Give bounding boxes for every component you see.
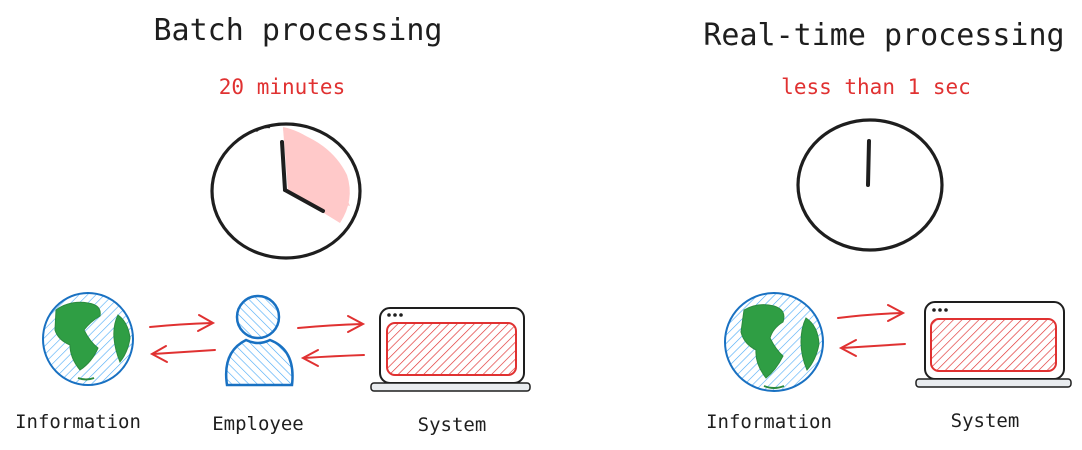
- realtime-section: Real-time processing less than 1 sec: [703, 18, 1072, 433]
- label-system: System: [418, 414, 487, 436]
- arrow-employee-to-system: [297, 315, 366, 333]
- label-information: Information: [706, 411, 832, 433]
- clock-icon: [210, 122, 362, 260]
- globe-icon: [724, 292, 824, 392]
- arrow-employee-to-globe: [149, 345, 216, 363]
- arrow-globe-to-employee: [149, 314, 216, 332]
- label-information: Information: [15, 411, 141, 433]
- person-icon: [224, 294, 294, 387]
- globe-icon: [42, 292, 134, 386]
- arrow-system-to-globe: [838, 339, 906, 357]
- realtime-title: Real-time processing: [703, 18, 1064, 53]
- laptop-icon: [915, 301, 1072, 388]
- label-employee: Employee: [212, 413, 304, 435]
- batch-duration: 20 minutes: [219, 75, 345, 99]
- label-system: System: [951, 410, 1020, 432]
- arrow-system-to-employee: [300, 349, 365, 367]
- arrow-globe-to-system: [837, 304, 906, 322]
- batch-section: Batch processing 20 minutes: [15, 13, 531, 436]
- laptop-icon: [370, 307, 531, 392]
- clock-icon: [796, 118, 944, 252]
- realtime-duration: less than 1 sec: [781, 75, 971, 99]
- batch-title: Batch processing: [154, 13, 443, 48]
